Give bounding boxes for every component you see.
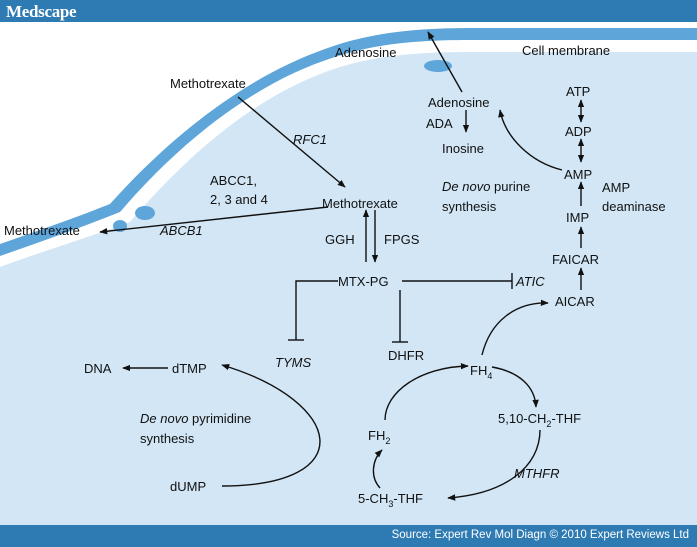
label-imp: IMP [566, 210, 589, 225]
cell-interior [0, 52, 697, 525]
label-fpgs: FPGS [384, 232, 420, 247]
label-fh2: FH2 [368, 428, 390, 446]
source-credit: Source: Expert Rev Mol Diagn © 2010 Expe… [391, 529, 689, 541]
arrow-mthfr [447, 429, 541, 501]
label-amp: AMP [564, 167, 592, 182]
label-abcc: ABCC1, [210, 173, 257, 188]
label-tyms: TYMS [275, 355, 311, 370]
label-de-novo-purine-synthesis: synthesis [442, 199, 497, 214]
label-dna: DNA [84, 361, 112, 376]
label-rfc1: RFC1 [293, 132, 327, 147]
label-aicar: AICAR [555, 294, 595, 309]
arrow-dump-to-dtmp [221, 364, 321, 487]
label-ggh: GGH [325, 232, 355, 247]
arrow-fh4-to-aicar [481, 299, 549, 356]
label-5-ch3-thf: 5-CH3-THF [358, 491, 423, 509]
label-atic: ATIC [515, 274, 545, 289]
label-amp-deaminase: AMP [602, 180, 630, 195]
membrane-pore [135, 206, 155, 220]
label-de-novo-pyrimidine: De novo pyrimidine [140, 411, 251, 426]
label-mtx-pg: MTX-PG [338, 274, 389, 289]
label-abcc-2: 2, 3 and 4 [210, 192, 268, 207]
label-cell-membrane: Cell membrane [522, 43, 610, 58]
label-dhfr: DHFR [388, 348, 424, 363]
label-dtmp: dTMP [172, 361, 207, 376]
label-mthfr: MTHFR [514, 466, 560, 481]
label-methotrexate-intracellular: Methotrexate [322, 196, 398, 211]
label-methotrexate-extracellular-top: Methotrexate [170, 76, 246, 91]
label-ada: ADA [426, 116, 453, 131]
arrow-abcb1-export [99, 206, 329, 235]
arrow-fh4-to-ch2thf [491, 366, 539, 408]
arrow-rfc1-import [237, 96, 346, 188]
arrow-fh2-to-fh4 [384, 362, 469, 421]
label-adenosine-extracellular: Adenosine [335, 45, 396, 60]
label-dump: dUMP [170, 479, 206, 494]
label-5-10-ch2-thf: 5,10-CH2-THF [498, 411, 581, 429]
label-amp-deaminase-2: deaminase [602, 199, 666, 214]
label-atp: ATP [566, 84, 590, 99]
label-fh4: FH4 [470, 363, 492, 381]
label-inosine: Inosine [442, 141, 484, 156]
label-adenosine-intracellular: Adenosine [428, 95, 489, 110]
label-abcb1: ABCB1 [159, 223, 203, 238]
arrow-adenosine-out [427, 31, 463, 93]
label-de-novo-purine: De novo purine [442, 179, 530, 194]
methotrexate-pathway-diagram: Adenosine Cell membrane Methotrexate RFC… [0, 22, 697, 525]
header-bar: Medscape [0, 0, 697, 22]
label-faicar: FAICAR [552, 252, 599, 267]
arrow-ch3thf-to-fh2 [372, 449, 383, 489]
arrow-amp-to-adenosine [498, 109, 563, 171]
inhibit-tyms-line [295, 280, 338, 340]
label-methotrexate-extracellular-left: Methotrexate [4, 223, 80, 238]
footer-bar: Source: Expert Rev Mol Diagn © 2010 Expe… [0, 525, 697, 547]
membrane-outer-edge [0, 22, 697, 244]
brand-logo: Medscape [6, 2, 77, 21]
label-de-novo-pyrimidine-synthesis: synthesis [140, 431, 195, 446]
label-adp: ADP [565, 124, 592, 139]
